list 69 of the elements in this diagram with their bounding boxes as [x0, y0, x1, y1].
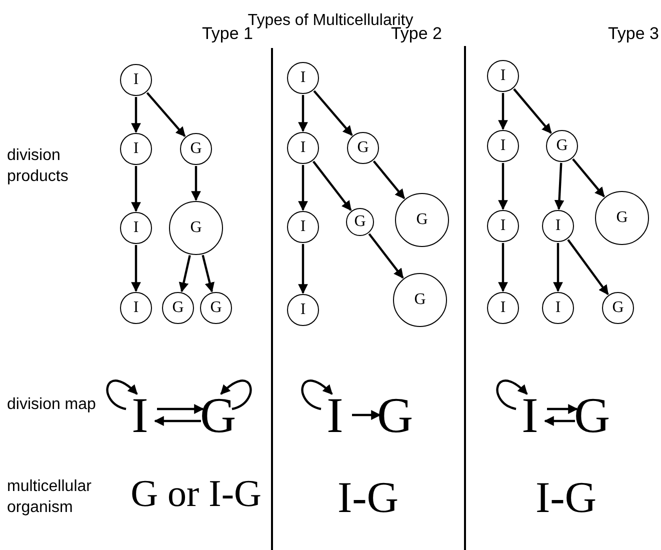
- arrow: [372, 160, 406, 200]
- cell-circle: G: [546, 130, 578, 162]
- cell-type-letter: I: [321, 395, 349, 435]
- cell-circle: I: [287, 132, 319, 164]
- row-label: division products: [7, 146, 70, 187]
- cell-circle: I: [287, 211, 319, 243]
- cell-circle: I: [487, 292, 519, 324]
- arrow: [368, 233, 404, 279]
- cell-circle: I: [120, 133, 152, 165]
- cell-circle: I: [120, 292, 152, 324]
- arrow: [513, 88, 552, 134]
- arrow: [498, 93, 508, 130]
- cell-circle: G: [602, 292, 634, 324]
- cell-circle: I: [542, 292, 574, 324]
- arrow: [352, 410, 381, 420]
- arrow: [312, 160, 352, 211]
- arrow: [191, 166, 201, 201]
- organism-formula: I-G: [336, 472, 400, 523]
- cell-circle: I: [487, 130, 519, 162]
- organism-formula: I-G: [534, 472, 598, 523]
- cell-type-letter: I: [516, 395, 544, 435]
- arrow: [567, 239, 609, 296]
- cell-circle: I: [487, 210, 519, 242]
- arrow: [146, 92, 186, 137]
- self-loop-arrow: [220, 380, 252, 410]
- cell-circle: I: [120, 212, 152, 244]
- cell-type-letter: I: [126, 395, 154, 435]
- self-loop-arrow: [106, 380, 138, 410]
- arrow: [547, 404, 578, 414]
- cell-circle: G: [595, 191, 649, 245]
- arrow: [298, 165, 308, 211]
- cell-circle: G: [180, 133, 212, 165]
- cell-circle: G: [200, 292, 232, 324]
- arrow: [313, 90, 353, 136]
- cell-circle: G: [347, 132, 379, 164]
- cell-circle: G: [346, 208, 374, 236]
- cell-circle: I: [487, 60, 519, 92]
- cell-circle: G: [393, 273, 447, 327]
- arrow: [131, 166, 141, 212]
- arrow: [154, 416, 201, 426]
- cell-circle: I: [542, 210, 574, 242]
- cell-circle: G: [162, 292, 194, 324]
- cell-type-letter: G: [578, 395, 606, 435]
- self-loop-arrow: [496, 380, 528, 410]
- cell-circle: I: [287, 62, 319, 94]
- cell-circle: I: [287, 294, 319, 326]
- organism-formula: G or I-G: [130, 472, 262, 516]
- arrow: [498, 163, 508, 210]
- arrow: [298, 244, 308, 294]
- arrow: [544, 416, 575, 426]
- arrow: [572, 158, 605, 198]
- arrow: [202, 254, 215, 292]
- cell-circle: G: [169, 201, 223, 255]
- row-label: division map: [7, 395, 97, 415]
- arrow: [553, 243, 563, 292]
- arrow: [554, 162, 564, 210]
- arrow: [498, 243, 508, 292]
- arrow: [298, 95, 308, 132]
- cell-circle: G: [395, 193, 449, 247]
- self-loop-arrow: [301, 380, 333, 410]
- row-label: multicellular organism: [7, 477, 92, 518]
- arrow: [178, 255, 191, 292]
- arrow: [131, 245, 141, 292]
- arrow: [131, 97, 141, 133]
- panel-heading: Type 3: [608, 24, 659, 44]
- arrow: [157, 404, 204, 414]
- cell-type-letter: G: [381, 395, 409, 435]
- cell-type-letter: G: [204, 395, 232, 435]
- cell-circle: I: [120, 64, 152, 96]
